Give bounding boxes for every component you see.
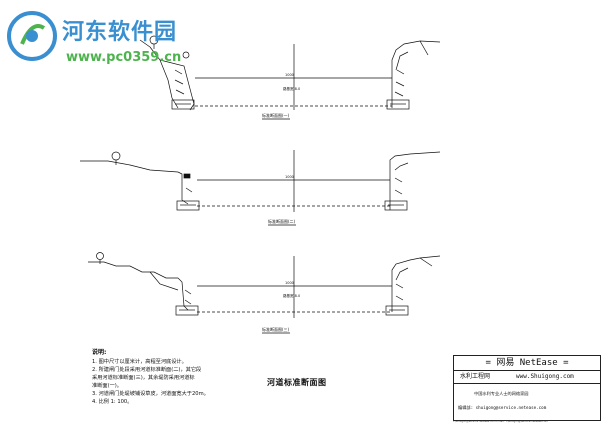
notes-line: 采用河道标准断面(三)，其余堤防采用河道标: [92, 375, 195, 381]
notes-line: 3. 河道闸门处堤坡铺设草皮，河道面宽大于20m。: [92, 391, 209, 397]
drawing-title: 河道标准断面图: [267, 378, 327, 387]
section-3-drawing: [88, 252, 441, 334]
section-2-label: 标准断面图(二): [268, 219, 296, 224]
title-block-bottom-text: Y:\shuigong\service.netease.com Email: Y…: [453, 420, 548, 423]
title-block-info: 中国水利专业人士的网络家园 编辑部: shuigong@service.nete…: [454, 384, 600, 420]
notes-line: 准断面(一)。: [92, 383, 122, 389]
notes-line: 1. 图中尺寸以厘米计，高程至河底设计。: [92, 359, 187, 365]
section-1-dim-top: 1000: [285, 73, 294, 77]
title-block-tagline: 中国水利专业人士的网络家园: [474, 391, 529, 396]
notes-header: 说明:: [92, 349, 107, 356]
title-block-email-label: 编辑部:: [458, 405, 474, 410]
section-2-drawing: [80, 150, 441, 226]
title-block-site-row: 水利工程网 www.Shuigong.com: [454, 371, 600, 384]
section-3-dim-top: 1000: [285, 281, 294, 285]
section-2-dim-top: 1000: [285, 175, 294, 179]
watermark: 河东软件园 www.pc0359.cn: [4, 6, 224, 70]
drawing-notes: 说明: 1. 图中尺寸以厘米计，高程至河底设计。 2. 所建闸门处段采用河道标准…: [92, 349, 209, 406]
section-1-dim-bottom: 路基宽 8.0: [283, 87, 301, 91]
title-block-email-row: 编辑部: shuigong@service.netease.com: [458, 404, 546, 411]
watermark-url: www.pc0359.cn: [66, 50, 182, 65]
title-block-email: shuigong@service.netease.com: [475, 405, 547, 410]
watermark-logo-icon: [7, 11, 57, 61]
title-block-site-name: 水利工程网: [460, 373, 491, 380]
notes-line: 2. 所建闸门处段采用河道标准断面(二)，其它段: [92, 367, 202, 373]
notes-line: 4. 比例 1: 100。: [92, 399, 133, 405]
section-3-label: 标准断面图(三): [262, 327, 290, 332]
section-1-drawing: [139, 35, 441, 120]
title-block-brand: = 网易 NetEase =: [454, 356, 600, 371]
watermark-title: 河东软件园: [62, 20, 178, 45]
section-1-label: 标准断面图(一): [262, 113, 290, 118]
section-3-dim-bottom: 路基宽 8.0: [283, 294, 301, 298]
title-block: = 网易 NetEase = 水利工程网 www.Shuigong.com 中国…: [453, 355, 601, 421]
title-block-site-url: www.Shuigong.com: [516, 373, 574, 380]
